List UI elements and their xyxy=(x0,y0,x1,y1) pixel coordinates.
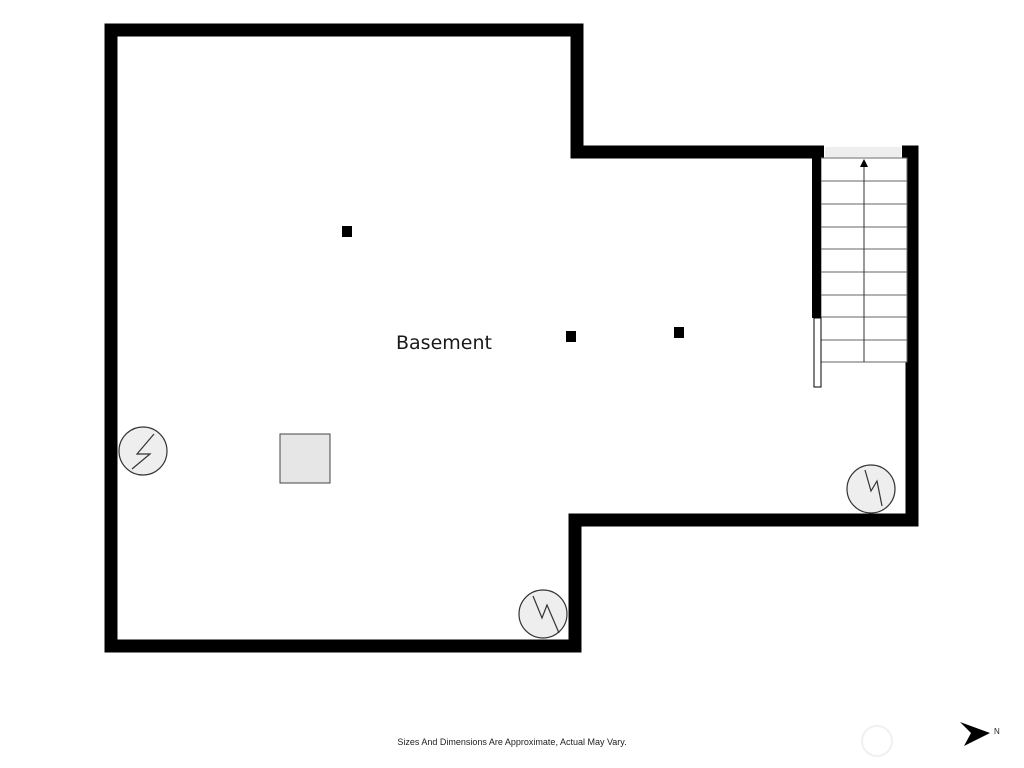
stair-landing xyxy=(825,147,901,157)
exterior-walls xyxy=(104,23,919,653)
compass-label: N xyxy=(994,727,1000,736)
stair-railing xyxy=(813,317,822,388)
disclaimer-text: Sizes And Dimensions Are Approximate, Ac… xyxy=(397,737,627,747)
column-icon xyxy=(566,331,576,342)
water-heater-icon xyxy=(518,589,568,639)
fixture-box xyxy=(279,433,331,484)
water-heater-icon xyxy=(118,426,168,476)
column-icon xyxy=(342,226,352,237)
stair-wall xyxy=(812,158,821,318)
north-arrow-icon xyxy=(861,722,990,757)
room-label-basement: Basement xyxy=(396,332,492,354)
stairs-icon xyxy=(820,157,908,363)
water-heater-icon xyxy=(846,464,896,514)
column-icon xyxy=(674,327,684,338)
